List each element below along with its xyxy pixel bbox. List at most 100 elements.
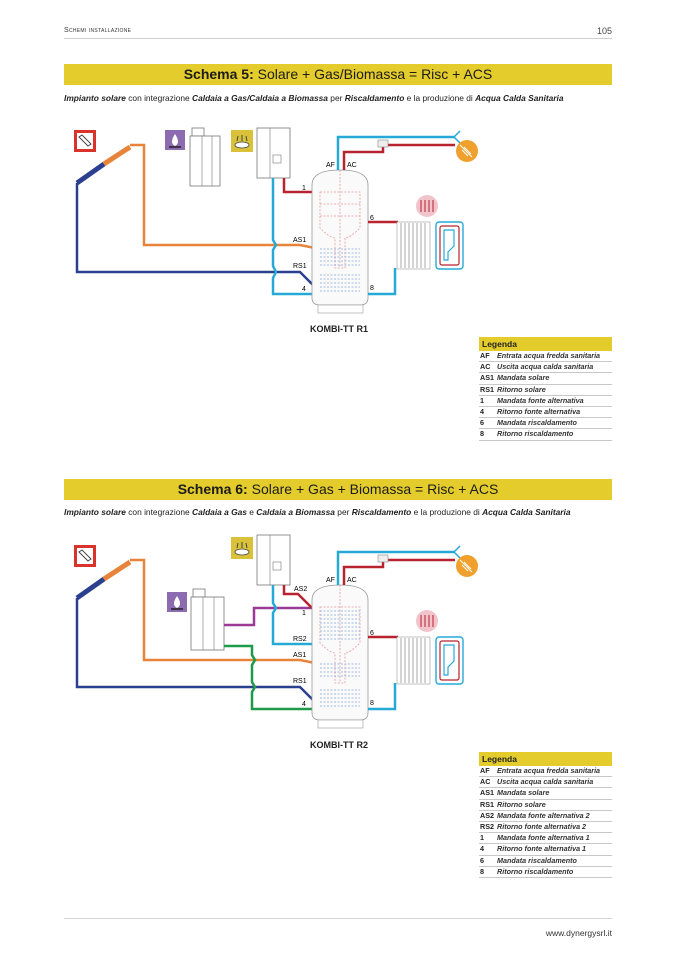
pipe-as2 [282, 585, 313, 609]
scheme-6-title-text: Solare + Gas + Biomassa = Risc + ACS [247, 481, 499, 497]
subtitle-text: e la produzione di [404, 93, 476, 103]
storage-tank [311, 584, 369, 729]
scheme-5-subtitle: Impianto solare con integrazione Caldaia… [64, 93, 624, 103]
pipe-as1 [130, 558, 316, 665]
legend-code: RS1 [480, 799, 494, 809]
legend-code: RS1 [480, 384, 494, 394]
gas-icon [231, 130, 253, 152]
legend-code: RS2 [480, 821, 494, 831]
legend-code: 4 [480, 844, 484, 854]
label-rs2: RS2 [293, 636, 307, 643]
gas-boiler [256, 534, 291, 586]
label-6: 6 [370, 215, 374, 222]
subtitle-emphasis: Caldaia a Biomassa [256, 507, 335, 517]
radiator [396, 221, 431, 270]
pipe-1 [282, 178, 312, 194]
subtitle-text: con integrazione [125, 93, 193, 103]
pipe-as1 [130, 143, 316, 250]
label-4: 4 [302, 286, 306, 293]
label-1: 1 [302, 610, 306, 617]
legend-description: Mandata solare [497, 788, 550, 798]
scheme-6-model-name: KOMBI-TT R2 [310, 740, 368, 750]
legend-description: Entrata acqua fredda sanitaria [497, 351, 601, 360]
pipe-8 [368, 683, 397, 711]
subtitle-emphasis: Acqua Calda Sanitaria [475, 93, 564, 103]
legend-description: Mandata solare [497, 373, 550, 383]
pipe-af [336, 135, 455, 170]
pipe-1-biomass [224, 606, 312, 627]
footer-website: www.dynergysrl.it [545, 928, 612, 938]
subtitle-emphasis: Acqua Calda Sanitaria [482, 507, 571, 517]
scheme-5-model-name: KOMBI-TT R1 [310, 324, 368, 334]
biomass-boiler [190, 588, 225, 651]
label-6: 6 [370, 630, 374, 637]
scheme-5-legend: Legenda AF Entrata acqua fredda sanitaria… [479, 337, 612, 441]
scheme-5-diagram: AF AC 1 AS1 RS1 4 6 8 [60, 118, 530, 318]
scheme-5-title: Schema 5: Solare + Gas/Biomassa = Risc +… [64, 64, 612, 85]
legend-row: 8 Ritorno riscaldamento [479, 429, 612, 441]
label-as1: AS1 [293, 237, 306, 244]
legend-description: Ritorno riscaldamento [497, 866, 574, 876]
scheme-6-title: Schema 6: Solare + Gas + Biomassa = Risc… [64, 479, 612, 500]
storage-tank [311, 169, 369, 314]
scheme-6-subtitle: Impianto solare con integrazione Caldaia… [64, 507, 624, 517]
legend-description: Ritorno solare [497, 799, 546, 809]
solar-collector-hot [102, 144, 132, 167]
legend-row: 8 Ritorno riscaldamento [479, 867, 612, 878]
underfloor-heating [435, 636, 464, 685]
legend-code: AF [480, 351, 490, 360]
mixing-valve [377, 554, 389, 563]
biomass-icon [165, 130, 185, 150]
solar-collector-hot [102, 559, 132, 582]
legend-code: 8 [480, 429, 484, 439]
scheme-6-hydraulic-diagram: AF AC AS2 1 RS2 AS1 RS1 4 6 8 [74, 534, 478, 729]
label-as1: AS1 [293, 652, 306, 659]
pipe-4 [271, 178, 312, 296]
solar-collector-cold [75, 576, 106, 601]
subtitle-text: per [334, 507, 352, 517]
radiator [396, 636, 431, 685]
legend-description: Mandata riscaldamento [497, 855, 577, 865]
legend-title: Legenda [479, 337, 612, 351]
legend-code: 6 [480, 418, 484, 428]
biomass-icon [167, 592, 187, 612]
subtitle-text: e [246, 507, 257, 517]
pipe-rs2 [271, 585, 318, 646]
footer-divider [64, 918, 612, 919]
pipe-8 [368, 268, 397, 296]
legend-code: AC [480, 362, 491, 372]
solar-collector-cold [75, 161, 106, 186]
subtitle-emphasis: Caldaia a Gas/Caldaia a Biomassa [192, 93, 328, 103]
legend-code: 8 [480, 866, 484, 876]
pipe-rs1 [75, 598, 323, 710]
legend-description: Ritorno fonte alternativa [497, 406, 581, 416]
subtitle-emphasis: Impianto solare [64, 93, 126, 103]
legend-code: 1 [480, 833, 484, 843]
radiator-icon [416, 195, 438, 217]
pipe-ac [342, 143, 455, 170]
legend-code: 1 [480, 395, 484, 405]
shower-icon [456, 140, 478, 162]
scheme-5-title-text: Solare + Gas/Biomassa = Risc + ACS [253, 66, 493, 82]
legend-code: AF [480, 766, 490, 775]
subtitle-text: con integrazione [125, 507, 193, 517]
label-as2: AS2 [294, 586, 307, 593]
mixing-valve [377, 139, 389, 148]
legend-description: Ritorno riscaldamento [497, 429, 574, 439]
gas-boiler [256, 127, 291, 179]
legend-code: AS1 [480, 373, 494, 383]
label-rs1: RS1 [293, 263, 307, 270]
scheme-5-number: Schema 5: [183, 66, 254, 82]
legend-title: Legenda [479, 752, 612, 766]
inlet-arrow-icon [452, 545, 461, 559]
pipe-af [336, 550, 455, 585]
